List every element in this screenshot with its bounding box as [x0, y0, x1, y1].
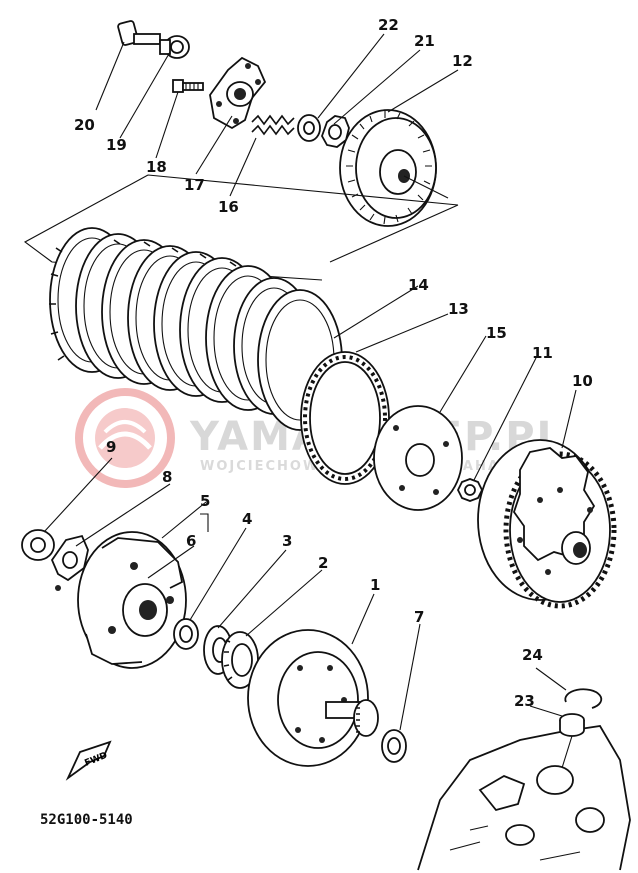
- pressure-plate-17: [209, 56, 267, 130]
- callout-21: 21: [414, 32, 435, 50]
- watermark-logo-disc: [95, 408, 155, 468]
- fwd-arrow: FWD: [65, 740, 112, 781]
- callout-10: 10: [572, 372, 593, 390]
- callout-9: 9: [106, 438, 116, 456]
- plate-15: [373, 405, 463, 511]
- clutch-housing-10: [477, 439, 617, 609]
- plates-bracket: [23, 174, 459, 281]
- callout-3: 3: [282, 532, 292, 550]
- callout-23: 23: [514, 692, 535, 710]
- plug-23: [559, 713, 585, 769]
- circlip-24: [564, 688, 603, 709]
- clutch-plate-13: [300, 351, 390, 485]
- bolt-20: [117, 20, 161, 46]
- callout-5: 5: [200, 492, 210, 510]
- leader-lines: [43, 33, 577, 731]
- screw-18: [172, 79, 204, 93]
- callout-22: 22: [378, 16, 399, 34]
- callout-8: 8: [162, 468, 172, 486]
- callout-11: 11: [532, 344, 553, 362]
- clutch-plates-stack: [49, 227, 315, 415]
- washer-9: [21, 529, 55, 561]
- spring-16: [251, 114, 295, 136]
- callout-19: 19: [106, 136, 127, 154]
- callout-17: 17: [184, 176, 205, 194]
- callout-13: 13: [448, 300, 469, 318]
- callout-2: 2: [318, 554, 328, 572]
- callout-24: 24: [522, 646, 543, 664]
- watermark-logo-ring: [75, 388, 175, 488]
- primary-driven-gear-12: [339, 109, 449, 227]
- crankcase-section: [417, 725, 631, 871]
- clutch-drum-1: [247, 629, 379, 767]
- callout-15: 15: [486, 324, 507, 342]
- callout-18: 18: [146, 158, 167, 176]
- washer-22: [297, 114, 321, 142]
- washer-4: [173, 618, 199, 650]
- lock-plate-8: [50, 534, 89, 591]
- washer-11: [456, 478, 484, 502]
- part-code: 52G100-5140: [40, 812, 133, 828]
- washer-7: [381, 729, 407, 763]
- primary-clutch-assembly-5-6: [77, 531, 187, 669]
- bearing-19: [159, 35, 190, 59]
- callout-numbers: 20 19 18 17 16 22 21 12 14 13 15 11 10 9…: [74, 16, 593, 710]
- callout-20: 20: [74, 116, 95, 134]
- callout-6: 6: [186, 532, 196, 550]
- bearing-2: [221, 631, 259, 689]
- lock-washer-21: [321, 115, 350, 148]
- callout-4: 4: [242, 510, 252, 528]
- callout-1: 1: [370, 576, 380, 594]
- callout-16: 16: [218, 198, 239, 216]
- callout-12: 12: [452, 52, 473, 70]
- callout-7: 7: [414, 608, 424, 626]
- callout-14: 14: [408, 276, 429, 294]
